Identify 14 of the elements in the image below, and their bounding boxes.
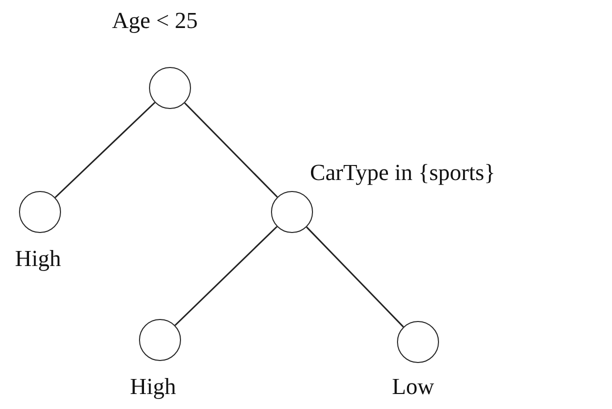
node-label: High <box>130 374 176 400</box>
tree-branch <box>174 226 278 326</box>
node-label: CarType in {sports} <box>310 160 496 186</box>
tree-node-circle <box>139 319 181 361</box>
tree-branch <box>54 102 156 198</box>
node-label: Low <box>392 374 434 400</box>
tree-node-circle <box>397 321 439 363</box>
node-label: High <box>15 246 61 272</box>
node-label: Age < 25 <box>112 8 198 34</box>
tree-branch <box>184 102 278 198</box>
tree-node-circle <box>271 191 313 233</box>
tree-branch <box>306 226 404 328</box>
tree-node-circle <box>19 191 61 233</box>
tree-node-circle <box>149 67 191 109</box>
